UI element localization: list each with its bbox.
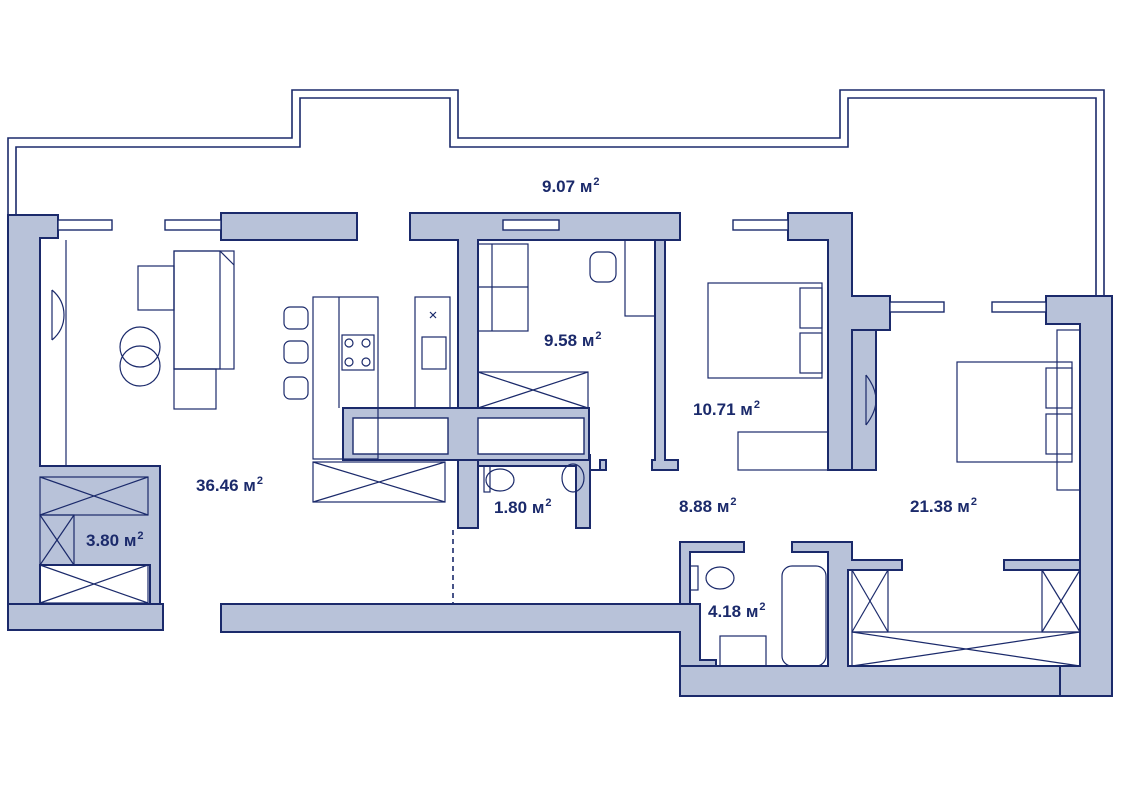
area-label-bathroom: 4.18 м2	[708, 601, 766, 621]
area-label-storage: 3.80 м2	[86, 530, 144, 550]
balcony-outline	[7, 89, 1105, 296]
window-5	[889, 301, 945, 313]
area-label-study: 9.58 м2	[544, 330, 602, 350]
kitchen-cabinet	[312, 461, 446, 503]
coffee-table	[119, 326, 161, 387]
wc-fixtures	[483, 463, 585, 493]
wall-bathroom	[679, 541, 745, 605]
wall-outer-left	[7, 214, 161, 631]
master-wardrobe	[851, 569, 1081, 667]
wall-storage-bottom	[7, 603, 164, 631]
kitchen-island	[312, 296, 451, 460]
area-label-living-kitchen: 36.46 м2	[196, 475, 263, 495]
window-3	[502, 219, 560, 231]
door-bedroom-small	[865, 374, 877, 426]
sofa	[137, 250, 235, 410]
area-label-balcony: 9.07 м2	[542, 176, 600, 196]
window-1	[57, 219, 113, 231]
windows	[57, 219, 1047, 313]
window-2	[164, 219, 222, 231]
storage-wardrobe	[39, 476, 149, 604]
bar-stools	[283, 306, 309, 400]
window-4	[732, 219, 789, 231]
study-furniture	[477, 239, 656, 409]
bed-small	[707, 282, 829, 471]
wall-right-bedroom-inner	[851, 329, 877, 471]
door-left	[51, 240, 67, 466]
wall-wc	[477, 454, 607, 529]
area-label-bedroom-master: 21.38 м2	[910, 496, 977, 516]
bed-master	[956, 329, 1081, 491]
wall-bedroom-partition	[1003, 559, 1081, 571]
window-6	[991, 301, 1047, 313]
bathroom-fixtures	[689, 565, 827, 667]
wall-study-right	[651, 239, 679, 471]
area-label-hallway: 8.88 м2	[679, 496, 737, 516]
wall-top-living	[220, 212, 358, 241]
area-label-bedroom-small: 10.71 м2	[693, 399, 760, 419]
wall-bottom-long	[220, 603, 717, 697]
area-label-wc: 1.80 м2	[494, 497, 552, 517]
